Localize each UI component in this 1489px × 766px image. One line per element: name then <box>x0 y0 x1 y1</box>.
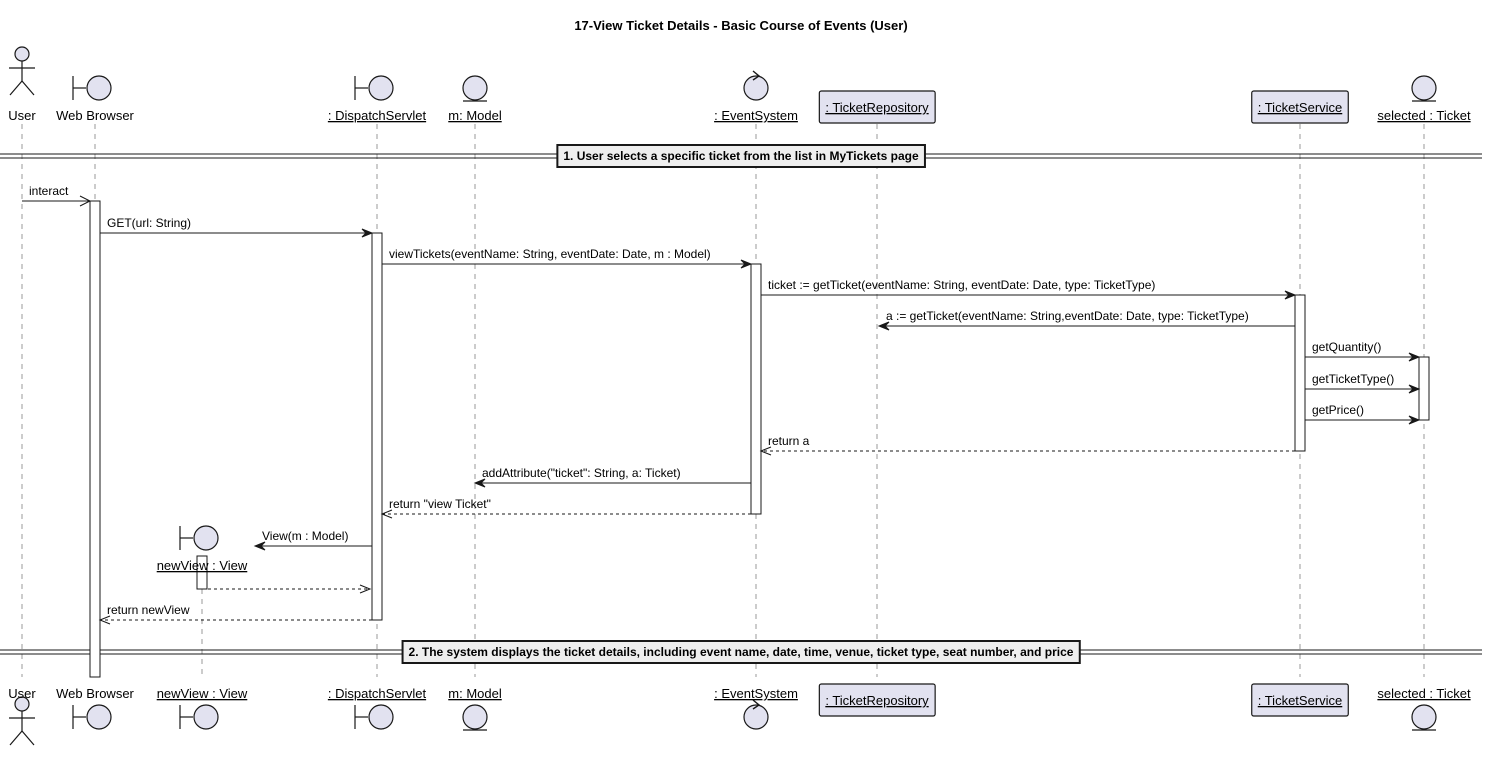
separator-1: 1. User selects a specific ticket from t… <box>0 144 1482 168</box>
participant-label: : TicketRepository <box>825 100 929 115</box>
message-3: viewTickets(eventName: String, eventDate… <box>382 247 753 269</box>
activation-service <box>1294 294 1306 452</box>
boundary-icon <box>179 525 219 551</box>
participant-ticket-bottom: selected : Ticket <box>1377 686 1471 731</box>
message-2: GET(url: String) <box>100 216 374 238</box>
participant-view-top: newView : View <box>157 525 248 573</box>
message-label: return a <box>768 434 810 448</box>
message-10: addAttribute("ticket": String, a: Ticket… <box>473 466 751 488</box>
participant-label: : TicketService <box>1258 693 1343 708</box>
participant-view-bottom: newView : View <box>157 686 248 730</box>
message-label: interact <box>29 184 69 198</box>
activation-ticket <box>1418 356 1430 421</box>
participant-service-top: : TicketService <box>1251 90 1349 124</box>
message-label: addAttribute("ticket": String, a: Ticket… <box>482 466 681 480</box>
message-6: getQuantity() <box>1305 340 1421 362</box>
participant-label: selected : Ticket <box>1377 108 1471 123</box>
participant-label: m: Model <box>448 108 502 123</box>
participant-box <box>818 90 936 124</box>
participant-eventsys-top: : EventSystem <box>714 70 798 123</box>
participant-label: : DispatchServlet <box>328 108 427 123</box>
participant-user-bottom: User <box>8 686 36 746</box>
separator-label: 2. The system displays the ticket detail… <box>409 645 1074 659</box>
person-icon <box>9 696 35 746</box>
separators: 1. User selects a specific ticket from t… <box>0 144 1482 664</box>
participant-label: User <box>8 686 36 701</box>
participant-repo-top: : TicketRepository <box>818 90 936 124</box>
participant-repo-bottom: : TicketRepository <box>818 683 936 717</box>
participant-label: Web Browser <box>56 686 134 701</box>
message-label: viewTickets(eventName: String, eventDate… <box>389 247 711 261</box>
message-7: getTicketType() <box>1305 372 1421 394</box>
activations <box>89 200 1430 678</box>
participant-browser-bottom: Web Browser <box>56 686 135 730</box>
participant-service-bottom: : TicketService <box>1251 683 1349 717</box>
actor-head <box>14 46 30 62</box>
participant-eventsys-bottom: : EventSystem <box>714 686 798 730</box>
participant-dispatch-top: : DispatchServlet <box>328 75 427 123</box>
activation-dispatch <box>371 232 383 621</box>
participant-label: Web Browser <box>56 108 134 123</box>
control-icon <box>743 70 769 101</box>
participant-model-bottom: m: Model <box>448 686 502 731</box>
participant-dispatch-bottom: : DispatchServlet <box>328 686 427 730</box>
message-9: return a <box>759 434 1295 456</box>
boundary-icon <box>354 75 394 101</box>
message-1: interact <box>22 184 92 207</box>
message-8: getPrice() <box>1305 403 1421 425</box>
person-icon <box>9 46 35 96</box>
participant-label: selected : Ticket <box>1377 686 1471 701</box>
message-label: View(m : Model) <box>262 529 348 543</box>
activation-view <box>196 555 208 590</box>
participant-label: : EventSystem <box>714 108 798 123</box>
message-label: a := getTicket(eventName: String,eventDa… <box>886 309 1249 323</box>
message-12: View(m : Model) <box>253 529 372 551</box>
boundary-icon <box>72 704 112 730</box>
participant-user-top: User <box>8 46 36 123</box>
entity-icon <box>462 704 488 731</box>
message-5: a := getTicket(eventName: String,eventDa… <box>877 309 1295 331</box>
participant-browser-top: Web Browser <box>56 75 135 123</box>
activation-browser <box>89 200 101 678</box>
boundary-icon <box>72 75 112 101</box>
participant-label: : EventSystem <box>714 686 798 701</box>
message-label: GET(url: String) <box>107 216 191 230</box>
message-13 <box>208 584 372 594</box>
participant-label: : DispatchServlet <box>328 686 427 701</box>
entity-icon <box>1411 75 1437 102</box>
participant-label: : TicketRepository <box>825 693 929 708</box>
participant-box <box>1251 90 1349 124</box>
message-label: ticket := getTicket(eventName: String, e… <box>768 278 1155 292</box>
participant-ticket-top: selected : Ticket <box>1377 75 1471 123</box>
message-label: getTicketType() <box>1312 372 1394 386</box>
entity-icon <box>1411 704 1437 731</box>
lifelines <box>21 124 1425 677</box>
participant-label: User <box>8 108 36 123</box>
message-14: return newView <box>98 603 372 625</box>
participant-box <box>818 683 936 717</box>
message-4: ticket := getTicket(eventName: String, e… <box>761 278 1297 300</box>
participant-label: m: Model <box>448 686 502 701</box>
separator-label: 1. User selects a specific ticket from t… <box>563 149 919 163</box>
boundary-icon <box>354 704 394 730</box>
entity-icon <box>462 75 488 102</box>
message-11: return "view Ticket" <box>380 497 751 519</box>
message-label: getQuantity() <box>1312 340 1381 354</box>
diagram-title: 17-View Ticket Details - Basic Course of… <box>574 18 907 33</box>
message-label: return "view Ticket" <box>389 497 491 511</box>
activation-eventsys <box>750 263 762 515</box>
participant-label: : TicketService <box>1258 100 1343 115</box>
participant-model-top: m: Model <box>448 75 502 123</box>
message-label: getPrice() <box>1312 403 1364 417</box>
participant-box <box>1251 683 1349 717</box>
message-label: return newView <box>107 603 190 617</box>
boundary-icon <box>179 704 219 730</box>
participant-label: newView : View <box>157 686 248 701</box>
separator-2: 2. The system displays the ticket detail… <box>0 640 1482 664</box>
participant-label: newView : View <box>157 558 248 573</box>
control-icon <box>743 699 769 730</box>
